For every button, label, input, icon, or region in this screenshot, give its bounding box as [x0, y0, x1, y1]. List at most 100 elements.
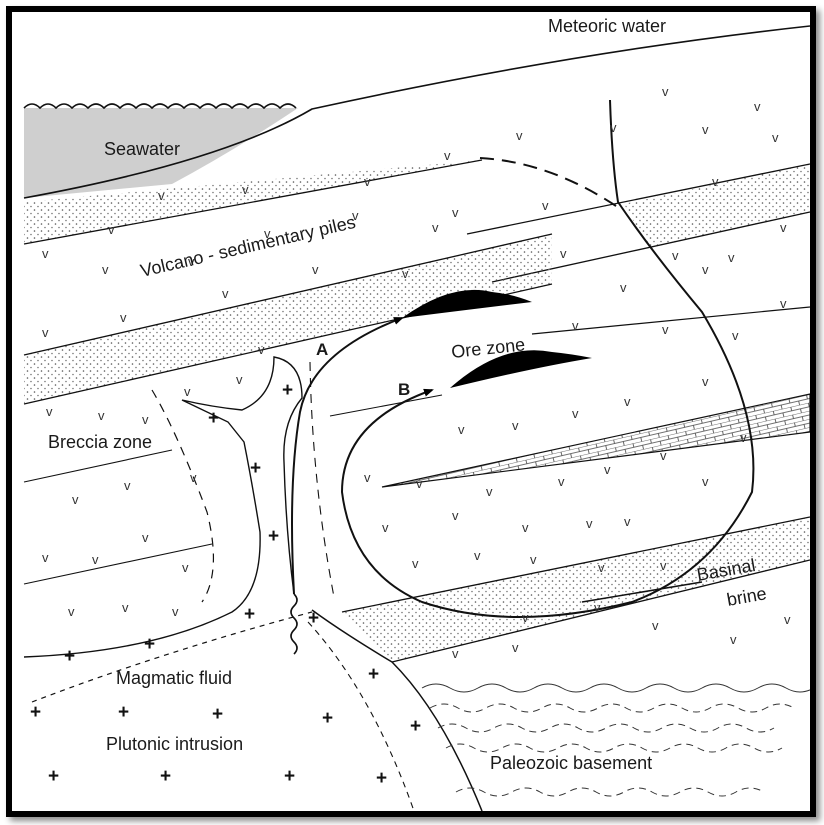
intrusive-symbol: + [208, 408, 219, 429]
volcanic-symbol: v [728, 250, 735, 265]
sandstone-band-middle [24, 234, 552, 404]
volcanic-symbol: v [120, 310, 127, 325]
breccia-zone-outline [23, 356, 303, 658]
volcanic-symbol: v [412, 556, 419, 571]
volcanic-symbol: v [352, 208, 359, 223]
intrusive-symbol: + [64, 646, 75, 667]
volcanic-symbol: v [594, 600, 601, 615]
volcanic-symbol: v [108, 222, 115, 237]
intrusive-symbol: + [48, 766, 59, 787]
volcanic-symbol: v [264, 226, 271, 241]
breccia-dashed-boundary [151, 389, 214, 603]
volcanic-symbol: v [610, 120, 617, 135]
volcanic-symbol: v [522, 610, 529, 625]
intrusion-left-dashed [31, 611, 313, 703]
intrusive-symbol: + [308, 608, 319, 629]
volcanic-symbol: v [184, 384, 191, 399]
volcanic-symbol: v [558, 474, 565, 489]
label-magmatic-fluid: Magmatic fluid [116, 668, 232, 688]
intrusive-symbol: + [282, 380, 293, 401]
volcanic-symbol: v [586, 516, 593, 531]
volcanic-symbol: v [624, 394, 631, 409]
basinal-brine-line [581, 581, 703, 603]
volcanic-symbol: v [236, 372, 243, 387]
volcanic-symbol: v [158, 188, 165, 203]
intrusive-symbol: + [250, 458, 261, 479]
volcanic-symbol: v [572, 406, 579, 421]
volcanic-symbol: v [512, 640, 519, 655]
intrusive-symbol: + [284, 766, 295, 787]
volcanic-symbol: v [530, 552, 537, 567]
label-breccia-zone: Breccia zone [48, 432, 152, 452]
volcanic-symbol: v [598, 560, 605, 575]
volcanic-symbol: v [416, 476, 423, 491]
volcanic-symbol: v [46, 404, 53, 419]
volcanic-symbol: v [182, 560, 189, 575]
intrusive-symbol: + [160, 766, 171, 787]
meteoric-recharge-dashed [479, 157, 623, 211]
sandstone-band-lower [342, 517, 810, 662]
volcanic-symbol: v [122, 600, 129, 615]
volcanic-symbol: v [382, 520, 389, 535]
volcanic-symbol: v [242, 182, 249, 197]
label-paleozoic-basement: Paleozoic basement [490, 753, 652, 773]
volcanic-symbol: v [72, 492, 79, 507]
intrusion-contact [311, 609, 483, 811]
volcanic-symbol: v [772, 130, 779, 145]
intrusive-symbols: ++++++++++++++++++ [30, 380, 421, 789]
volcanic-symbol: v [522, 520, 529, 535]
flow-path-a [291, 317, 404, 595]
volcanic-symbol: v [780, 220, 787, 235]
volcanic-symbol: v [142, 530, 149, 545]
volcanic-symbol: v [784, 612, 791, 627]
volcanic-symbol: v [68, 604, 75, 619]
intrusive-symbol: + [268, 526, 279, 547]
meteoric-flow-path [340, 99, 755, 618]
volcanic-symbol: v [190, 470, 197, 485]
ore-body-lower [450, 350, 592, 388]
volcanic-symbol: v [444, 148, 451, 163]
volcanic-symbol: v [730, 632, 737, 647]
volcanic-symbol: v [560, 246, 567, 261]
volcanic-symbol: v [364, 470, 371, 485]
volcanic-symbol: v [620, 280, 627, 295]
intrusive-symbol: + [376, 768, 387, 789]
volcanic-symbol: v [258, 342, 265, 357]
volcanic-symbol: v [512, 418, 519, 433]
volcanic-symbol: v [732, 328, 739, 343]
intrusive-symbol: + [322, 708, 333, 729]
volcanic-symbol: v [740, 430, 747, 445]
volcanic-symbol: v [486, 484, 493, 499]
volcanic-symbol: v [98, 408, 105, 423]
volcanic-symbol: v [312, 262, 319, 277]
volcanic-symbol: v [712, 174, 719, 189]
volcanic-symbol: v [452, 508, 459, 523]
volcanic-symbol: v [102, 262, 109, 277]
basement-strata [421, 683, 810, 797]
intrusive-symbol: + [368, 664, 379, 685]
volcanic-symbol: v [542, 198, 549, 213]
ore-body-upper [402, 289, 532, 318]
volcanic-symbol: v [604, 462, 611, 477]
volcanic-symbol: v [662, 322, 669, 337]
label-brine: brine [725, 583, 768, 610]
volcanic-symbol: v [662, 84, 669, 99]
volcanic-symbol: v [652, 618, 659, 633]
volcanic-symbol: v [42, 246, 49, 261]
volcanic-symbol: v [452, 646, 459, 661]
volcanic-symbol: v [364, 174, 371, 189]
volcanic-symbol: v [660, 558, 667, 573]
volcanic-symbol: v [754, 99, 761, 114]
volcanic-symbol: v [124, 478, 131, 493]
volcanic-symbol: v [780, 296, 787, 311]
volcanic-symbol: v [222, 286, 229, 301]
volcanic-symbol: v [432, 220, 439, 235]
label-meteoric-water: Meteoric water [548, 16, 666, 36]
volcanic-symbol: v [452, 205, 459, 220]
label-path-a: A [316, 340, 328, 359]
intrusive-symbol: + [244, 604, 255, 625]
intrusive-symbol: + [212, 704, 223, 725]
